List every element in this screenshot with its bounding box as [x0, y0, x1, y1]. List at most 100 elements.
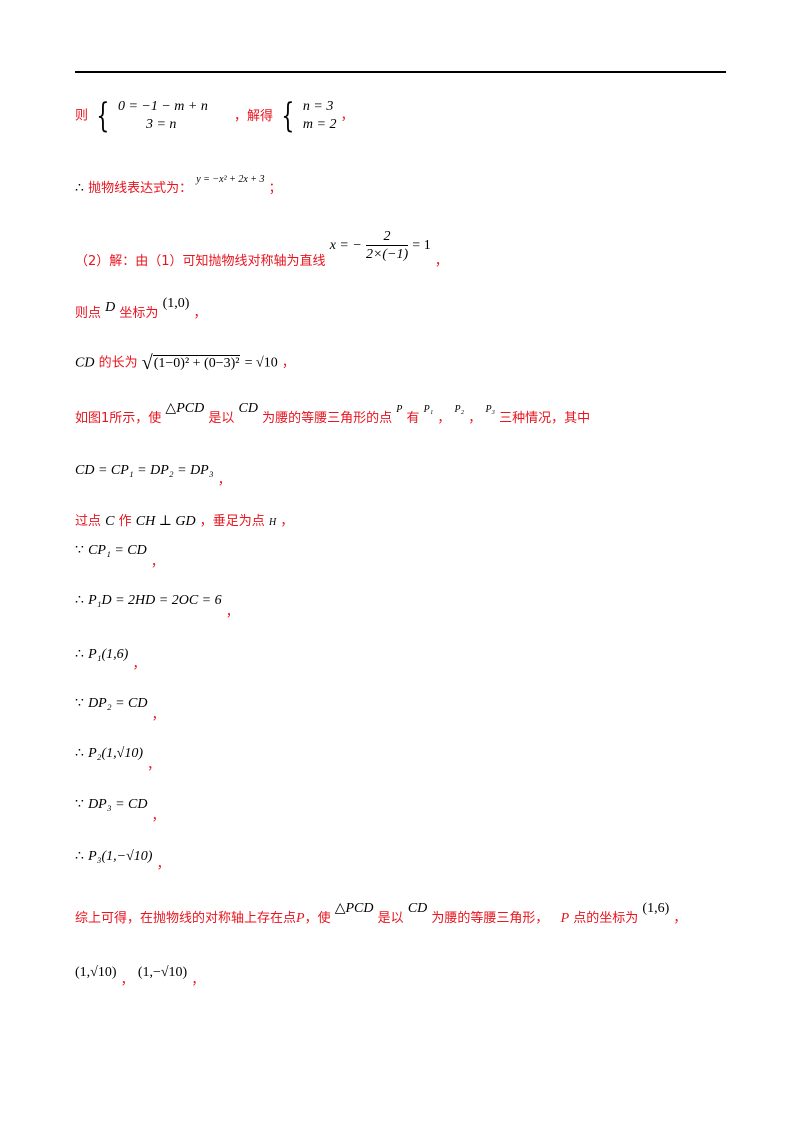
answer-3: (1,−√10) — [137, 965, 188, 980]
text-shi: ，使 — [304, 911, 331, 926]
text-comma: ， — [193, 306, 207, 321]
equality-chain-line: CD = CP₁ = DP₂ = DP₃ ， — [75, 462, 231, 488]
text-shiyi: 是以 — [377, 911, 404, 926]
text-comma: ， — [673, 911, 687, 926]
because-symbol: ∵ — [75, 543, 84, 558]
text-zedian: 则点 — [75, 306, 102, 321]
point-c: C — [105, 514, 115, 529]
axis-lhs: x = − — [329, 238, 362, 253]
triangle-pcd: △PCD — [334, 901, 374, 916]
text-de-changwei: 的长为 — [98, 355, 138, 371]
text-dun: ， — [437, 411, 451, 426]
text-guodian: 过点 — [75, 514, 102, 529]
text-comma: ， — [191, 973, 205, 988]
text-zuo: 作 — [118, 514, 132, 529]
d-coordinate: (1,0) — [162, 296, 190, 311]
sqrt-icon: √ — [141, 352, 153, 374]
system-1-line-1: 0 = −1 − m + n — [117, 99, 208, 114]
p2-coordinate: P₂(1,√10) — [88, 746, 143, 761]
text-comma: ， — [281, 355, 295, 371]
text-zongshang: 综上可得，在抛物线的对称轴上存在点 — [75, 911, 297, 926]
left-brace-icon: { — [96, 96, 110, 136]
therefore-symbol: ∴ — [75, 746, 84, 761]
answers-line: (1,√10) ， (1,−√10) ， — [75, 964, 204, 988]
text-comma: ， — [217, 473, 231, 488]
text-rutu: 如图1所示，使 — [75, 411, 162, 426]
text-dun: ， — [468, 411, 482, 426]
because-symbol: ∵ — [75, 797, 84, 812]
text-comma: ， — [280, 514, 294, 529]
therefore-symbol: ∴ — [75, 181, 84, 196]
because-symbol: ∵ — [75, 696, 84, 711]
axis-line: （2）解：由（1）可知抛物线对称轴为直线 x = − 2 2×(−1) = 1 … — [75, 228, 448, 269]
text-dianzuobiao: 点的坐标为 — [573, 911, 639, 926]
equality-chain: CD = CP₁ = DP₂ = DP₃ — [75, 463, 214, 478]
system-2-line-1: n = 3 — [302, 99, 334, 114]
d-coordinate-line: 则点 D 坐标为 (1,0) ， — [75, 296, 207, 323]
axis-rhs: = 1 — [412, 238, 431, 253]
step-dp3-line: ∵ DP₃ = CD ， — [75, 796, 165, 824]
text-comma: ， — [434, 254, 448, 269]
therefore-symbol: ∴ — [75, 593, 84, 608]
step-dp2-line: ∵ DP₂ = CD ， — [75, 695, 165, 723]
text-shiyi: 是以 — [208, 411, 235, 426]
perpendicular-line: 过点 C 作 CH ⊥ GD ，垂足为点 H ， — [75, 513, 293, 532]
segment-cd: CD — [238, 401, 258, 416]
axis-fraction: 2 2×(−1) — [365, 228, 409, 263]
text-weiyao2: 为腰的等腰三角形， — [431, 911, 549, 926]
segment-cd: CD — [407, 901, 428, 916]
cd-length-line: CD 的长为 √(1−0)² + (0−3)² = √10 ， — [75, 352, 295, 374]
segment-cd: CD — [75, 355, 95, 371]
parabola-formula: y = −x² + 2x + 3 — [196, 174, 265, 185]
text-comma: ， — [150, 555, 164, 570]
point-p-red: P — [296, 911, 305, 926]
point-p: P — [396, 404, 403, 415]
p1d-equation: P₁D = 2HD = 2OC = 6 — [88, 593, 222, 608]
text-dun: ， — [120, 973, 134, 988]
point-p2: P₂ — [454, 404, 465, 415]
step-p2-coord-line: ∴ P₂(1,√10) ， — [75, 745, 160, 773]
point-h: H — [268, 517, 277, 528]
axis-fraction-denominator: 2×(−1) — [365, 247, 409, 262]
text-jiede: ，解得 — [233, 108, 273, 124]
step-p1d-line: ∴ P₁D = 2HD = 2OC = 6 ， — [75, 592, 239, 620]
answer-2: (1,√10) — [75, 965, 117, 980]
therefore-symbol: ∴ — [75, 849, 84, 864]
system-2-line-2: m = 2 — [302, 117, 337, 132]
text-comma: ， — [151, 809, 165, 824]
point-p-red: P — [560, 911, 570, 926]
text-zuobiaowei: 坐标为 — [119, 306, 159, 321]
cp1-equals-cd: CP₁ = CD — [88, 543, 147, 558]
header-rule — [75, 71, 726, 73]
text-you: 有 — [406, 411, 420, 426]
text-comma: ， — [156, 857, 170, 872]
text-comma: ， — [151, 708, 165, 723]
text-chuizu: ，垂足为点 — [199, 514, 265, 529]
dp3-equals-cd: DP₃ = CD — [88, 797, 148, 812]
equation-system-line: 则 { 0 = −1 − m + n 3 = n ，解得 { n = 3 m =… — [75, 98, 354, 134]
triangle-pcd: △PCD — [165, 401, 205, 416]
p3-coordinate: P₃(1,−√10) — [88, 849, 153, 864]
text-weiyao: 为腰的等腰三角形的点 — [262, 411, 393, 426]
point-d: D — [105, 300, 116, 315]
text-comma: ， — [132, 657, 146, 672]
text-semicolon: ； — [268, 181, 282, 196]
p1-coordinate: P₁(1,6) — [88, 647, 129, 662]
point-p1: P₁ — [423, 404, 434, 415]
step-p1-coord-line: ∴ P₁(1,6) ， — [75, 646, 145, 672]
parabola-expression-line: ∴ 抛物线表达式为： y = −x² + 2x + 3 ； — [75, 174, 282, 199]
text-comma: ， — [340, 108, 354, 124]
axis-fraction-numerator: 2 — [365, 228, 409, 246]
text-parabola-expression: 抛物线表达式为： — [88, 181, 193, 196]
system-1: 0 = −1 − m + n 3 = n — [118, 98, 208, 134]
text-comma: ， — [147, 758, 161, 773]
cd-length-radicand: (1−0)² + (0−3)² — [152, 354, 241, 371]
step-cp1-line: ∵ CP₁ = CD ， — [75, 542, 164, 570]
answer-1: (1,6) — [642, 901, 670, 916]
text-sanzhong: 三种情况，其中 — [499, 411, 591, 426]
cd-length-rhs: = √10 — [244, 355, 278, 371]
figure-description-line: 如图1所示，使 △PCD 是以 CD 为腰的等腰三角形的点 P 有 P₁ ， P… — [75, 401, 591, 429]
point-p3: P₃ — [485, 404, 496, 415]
text-comma: ， — [225, 605, 239, 620]
step-p3-coord-line: ∴ P₃(1,−√10) ， — [75, 848, 170, 872]
